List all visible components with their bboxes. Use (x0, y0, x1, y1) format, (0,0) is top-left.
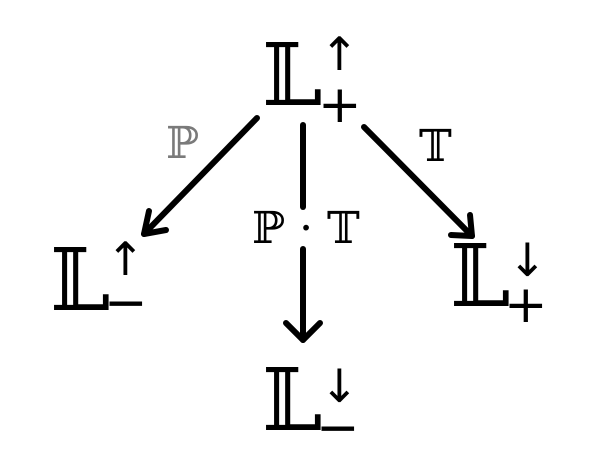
node-right: 𝕃 ↓ + (450, 227, 548, 335)
node-left-sub: − (104, 273, 148, 333)
node-left: 𝕃 ↑ − (50, 231, 148, 333)
node-bottom: 𝕃 ↓ − (262, 351, 360, 458)
edge-label-time: 𝕋 (419, 121, 452, 172)
node-left-base: 𝕃 (50, 231, 110, 331)
node-right-sub: + (504, 275, 548, 335)
node-right-base: 𝕃 (450, 227, 510, 327)
arrow-top-to-bottom (283, 122, 323, 343)
edge-label-parity: ℙ (166, 118, 199, 169)
node-left-sup: ↑ (106, 232, 145, 286)
node-bottom-base: 𝕃 (262, 351, 322, 451)
node-bottom-sup: ↓ (320, 359, 359, 413)
edge-label-parity-time: ℙ · 𝕋 (252, 203, 360, 254)
node-top-base: 𝕃 (262, 26, 322, 126)
node-top-sub: + (318, 75, 362, 135)
node-top-sup: ↑ (320, 27, 359, 81)
arrow-top-to-right (361, 124, 475, 239)
node-bottom-sub: − (316, 398, 360, 458)
node-top: 𝕃 ↑ + (262, 26, 362, 135)
arrow-top-to-left (141, 115, 260, 237)
node-right-sup: ↓ (508, 233, 547, 287)
